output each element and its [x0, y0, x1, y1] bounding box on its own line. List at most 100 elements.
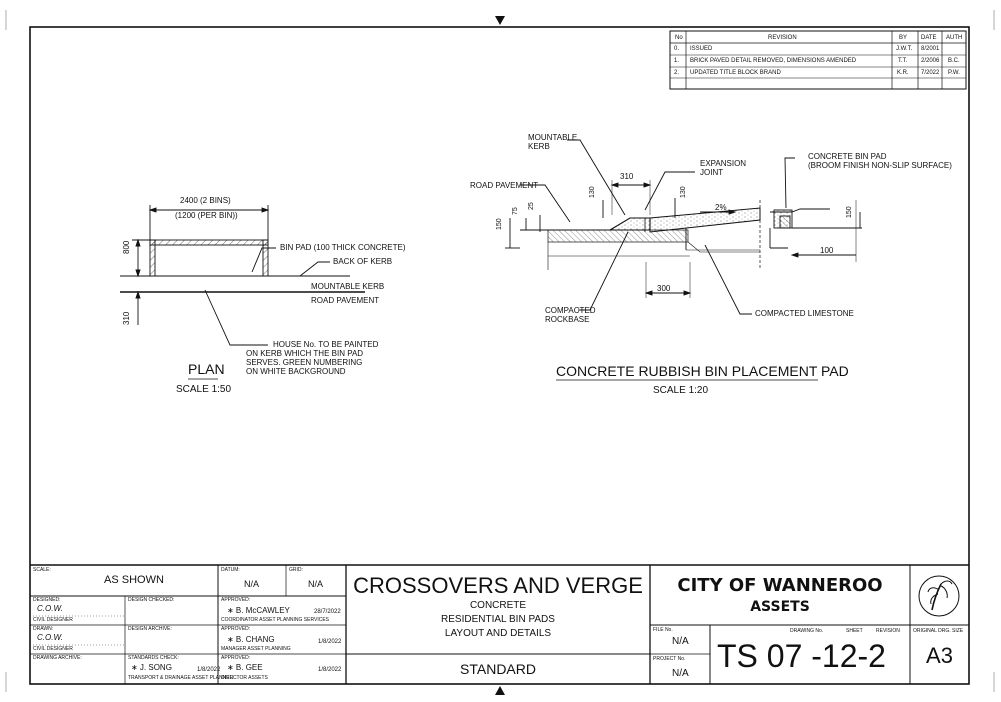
section-dim-310: 310 — [620, 172, 634, 181]
tb-org-name: CITY OF WANNEROO — [677, 575, 883, 596]
tb-grid-label: GRID: — [289, 567, 303, 573]
section-dim-300: 300 — [657, 284, 671, 293]
rev-row-2-auth: P.W. — [948, 70, 960, 76]
tb-title-sub-3: LAYOUT AND DETAILS — [444, 628, 552, 639]
section-label-expansion-2: JOINT — [700, 168, 724, 177]
rev-row-2-revision: UPDATED TITLE BLOCK BRAND — [690, 70, 781, 76]
tb-file-label: FILE No. — [653, 627, 673, 633]
tb-standards-date: 1/8/2022 — [197, 667, 221, 673]
rev-header-auth: AUTH — [946, 35, 963, 41]
tb-orig-size-value: A3 — [926, 643, 953, 668]
tb-approved3-label: APPROVED: — [221, 655, 251, 661]
rev-header-no: No — [675, 35, 683, 41]
rev-header-by: BY — [899, 35, 908, 41]
section-label-road-pavement: ROAD PAVEMENT — [470, 181, 539, 190]
tb-drawn-value: C.O.W. — [37, 633, 63, 642]
tb-designed-role: CIVIL DESIGNER — [33, 617, 73, 623]
section-label-bin-pad-1: CONCRETE BIN PAD — [808, 152, 887, 161]
section-dim-100: 100 — [820, 246, 834, 255]
tb-datum-value: N/A — [244, 579, 260, 589]
section-label-mountable-2: KERB — [528, 142, 550, 151]
rev-row-0-date: 8/2001 — [921, 46, 940, 52]
tb-approved1-name: ∗ B. McCAWLEY — [227, 606, 290, 615]
tb-designed-value: C.O.W. — [37, 604, 63, 613]
tb-drawing-no-label: DRAWING No. — [790, 628, 824, 634]
tb-org-dept: ASSETS — [750, 599, 810, 615]
section-dim-130a: 130 — [589, 186, 596, 198]
tb-approved2-label: APPROVED: — [221, 626, 251, 632]
section-label-expansion-1: EXPANSION — [700, 159, 747, 168]
rev-row-2-date: 7/2022 — [921, 70, 940, 76]
tb-grid-value: N/A — [308, 579, 324, 589]
tb-approved3-name: ∗ B. GEE — [227, 663, 263, 672]
rev-row-1-auth: B.C. — [948, 58, 960, 64]
tb-project-label: PROJECT No. — [653, 656, 686, 662]
rev-header-revision: REVISION — [768, 35, 797, 41]
section-title: CONCRETE RUBBISH BIN PLACEMENT PAD — [556, 363, 849, 379]
rev-row-1-by: T.T. — [898, 58, 908, 64]
tb-scale-label: SCALE: — [33, 567, 51, 573]
tb-title-standard: STANDARD — [460, 661, 536, 677]
plan-note-line-2: ON KERB WHICH THE BIN PAD — [246, 349, 364, 358]
plan-dim-310: 310 — [122, 311, 131, 325]
tb-approved1-date: 28/7/2022 — [314, 609, 341, 615]
section-dim-2pct: 2% — [715, 203, 727, 212]
tb-approved2-date: 1/8/2022 — [318, 639, 342, 645]
tb-approved3-role: DIRECTOR ASSETS — [221, 675, 268, 681]
section-label-mountable-1: MOUNTABLE — [528, 133, 578, 142]
section-dim-75: 75 — [512, 207, 519, 215]
rev-header-date: DATE — [921, 35, 937, 41]
rev-row-1-no: 1. — [674, 58, 680, 64]
tb-scale-value: AS SHOWN — [104, 574, 164, 586]
tb-title-main: CROSSOVERS AND VERGE — [353, 573, 643, 598]
tb-standards-name: ∗ J. SONG — [131, 663, 172, 672]
rev-row-2-by: K.R. — [897, 70, 909, 76]
centre-mark-bottom — [495, 686, 505, 695]
plan-title: PLAN — [188, 361, 225, 377]
tb-file-value: N/A — [672, 636, 689, 647]
section-scale: SCALE 1:20 — [653, 385, 709, 396]
tb-design-archive-label: DESIGN ARCHIVE: — [128, 626, 172, 632]
plan-label-road-pavement: ROAD PAVEMENT — [311, 296, 380, 305]
section-dim-25: 25 — [528, 202, 535, 210]
tb-approved1-label: APPROVED: — [221, 597, 251, 603]
tb-drawing-number: TS 07 -12-2 — [717, 638, 886, 674]
section-label-rockbase-2: ROCKBASE — [545, 315, 590, 324]
tb-approved2-role: MANAGER ASSET PLANNING — [221, 646, 291, 652]
tb-title-sub-2: RESIDENTIAL BIN PADS — [441, 614, 555, 625]
plan-note-line-4: ON WHITE BACKGROUND — [246, 367, 346, 376]
tb-sheet-label: SHEET — [846, 628, 863, 634]
section-label-limestone: COMPACTED LIMESTONE — [755, 309, 854, 318]
tb-orig-size-label: ORIGINAL DRG. SIZE — [913, 628, 964, 634]
rev-row-2-no: 2. — [674, 70, 680, 76]
tb-approved1-role: COORDINATOR ASSET PLANNING SERVICES — [221, 617, 329, 623]
tb-drawing-archive-label: DRAWING ARCHIVE: — [33, 655, 82, 661]
plan-note-line-3: SERVES. GREEN NUMBERING — [246, 358, 363, 367]
plan-label-bin-pad: BIN PAD (100 THICK CONCRETE) — [280, 243, 406, 252]
centre-mark-top — [495, 16, 505, 25]
section-dim-150b: 150 — [846, 206, 853, 218]
tb-revision-label: REVISION — [876, 628, 900, 634]
revision-table-lines — [669, 30, 967, 90]
tb-drawn-role: CIVIL DESIGNER — [33, 646, 73, 652]
plan-dim-top-1: 2400 (2 BINS) — [180, 196, 231, 205]
tb-approved2-name: ∗ B. CHANG — [227, 635, 275, 644]
plan-label-mountable-kerb: MOUNTABLE KERB — [311, 282, 385, 291]
rev-row-1-revision: BRICK PAVED DETAIL REMOVED, DIMENSIONS A… — [690, 58, 857, 64]
section-dim-150: 150 — [496, 218, 503, 230]
tb-drawn-label: DRAWN: — [33, 626, 54, 632]
tb-title-sub-1: CONCRETE — [469, 600, 527, 611]
rev-row-0-revision: ISSUED — [690, 46, 713, 52]
tb-standards-label: STANDARDS CHECK: — [128, 655, 179, 661]
tb-standards-role: TRANSPORT & DRAINAGE ASSET PLANNER — [128, 675, 234, 681]
tb-design-checked-label: DESIGN CHECKED: — [128, 597, 175, 603]
plan-dim-top-2: (1200 (PER BIN)) — [175, 211, 238, 220]
section-label-rockbase-1: COMPACTED — [545, 306, 596, 315]
wanneroo-logo — [918, 575, 960, 617]
plan-dim-800: 800 — [122, 240, 131, 254]
plan-view — [120, 205, 365, 346]
rev-row-0-no: 0. — [674, 46, 680, 52]
section-view — [505, 139, 862, 315]
